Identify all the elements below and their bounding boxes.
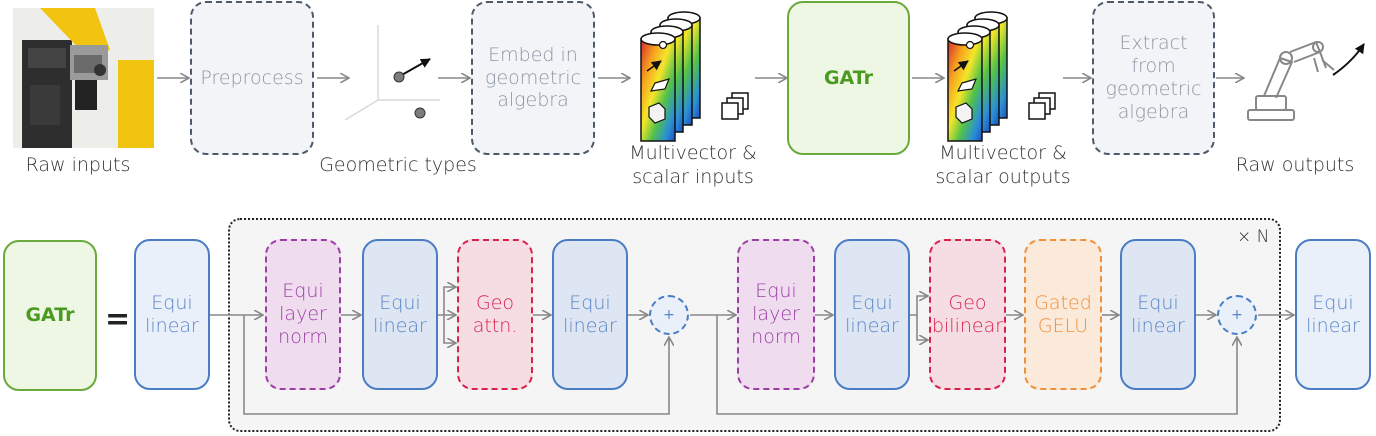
repeat-count-label: × N (1237, 227, 1270, 247)
residual-add-2: + (1217, 295, 1257, 335)
equi-layer-norm-2-box: Equi layer norm (737, 239, 815, 390)
equi-linear-3-box: Equi linear (834, 239, 910, 390)
raw-outputs-label: Raw outputs (1235, 154, 1355, 176)
gatr-box-top: GATr (787, 1, 910, 155)
embed-label: Embed in geometric algebra (485, 43, 581, 112)
equi-linear-out-label: Equi linear (1306, 291, 1360, 337)
equi-layer-norm-1-box: Equi layer norm (265, 239, 341, 390)
equi-linear-1-box: Equi linear (362, 239, 438, 390)
embed-box: Embed in geometric algebra (471, 1, 595, 155)
equi-linear-4-label: Equi linear (1131, 291, 1185, 337)
gated-gelu-box: Gated GELU (1024, 239, 1102, 390)
equi-layer-norm-1-label: Equi layer norm (278, 280, 328, 348)
residual-add-1: + (649, 295, 689, 335)
multivector-outputs-label: Multivector & scalar outputs (935, 142, 1071, 188)
robot-arm-icon (1247, 41, 1365, 121)
extract-label: Extract from geometric algebra (1105, 32, 1202, 123)
multivector-inputs-label: Multivector & scalar inputs (629, 142, 757, 188)
preprocess-label: Preprocess (200, 66, 304, 89)
gatr-top-label: GATr (823, 66, 874, 89)
geo-bilinear-label: Geo bilinear (931, 291, 1004, 337)
geo-attn-box: Geo attn. (457, 239, 533, 390)
equi-linear-in-box: Equi linear (134, 239, 210, 390)
multivector-inputs-icon (640, 11, 749, 142)
robot-photo (13, 8, 154, 148)
equi-linear-4-box: Equi linear (1120, 239, 1196, 390)
gatr-box-bottom: GATr (3, 240, 97, 391)
equi-linear-2-label: Equi linear (563, 291, 617, 337)
geometric-types-icon (344, 25, 440, 121)
plus-1-label: + (663, 307, 675, 323)
extract-box: Extract from geometric algebra (1092, 1, 1215, 155)
equi-linear-2-box: Equi linear (552, 239, 628, 390)
equi-linear-out-box: Equi linear (1295, 239, 1371, 390)
equals-sign: = (105, 302, 131, 337)
preprocess-box: Preprocess (190, 1, 314, 155)
plus-2-label: + (1231, 307, 1243, 323)
multivector-outputs-icon (947, 11, 1056, 142)
gated-gelu-label: Gated GELU (1034, 291, 1092, 337)
equi-linear-in-label: Equi linear (145, 291, 199, 337)
geo-attn-label: Geo attn. (472, 291, 518, 337)
equi-linear-3-label: Equi linear (845, 291, 899, 337)
gatr-bottom-label: GATr (25, 304, 75, 327)
raw-inputs-label: Raw inputs (25, 154, 131, 176)
geometric-types-label: Geometric types (319, 154, 477, 176)
geo-bilinear-box: Geo bilinear (929, 239, 1006, 390)
equi-layer-norm-2-label: Equi layer norm (751, 280, 801, 348)
equi-linear-1-label: Equi linear (373, 291, 427, 337)
